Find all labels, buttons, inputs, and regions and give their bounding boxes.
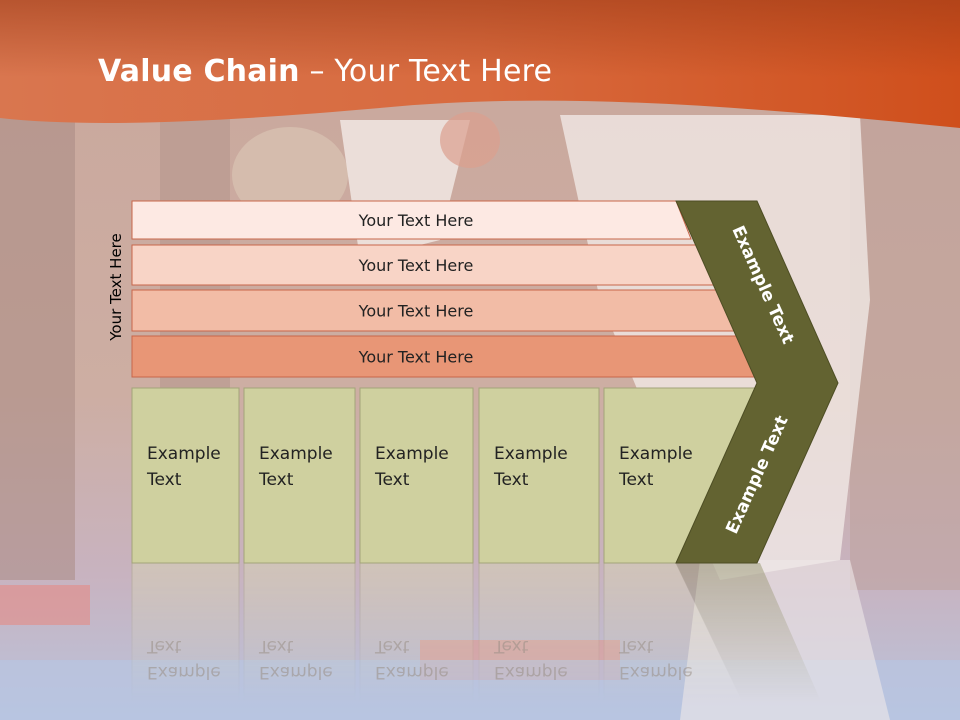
box-shape (243, 387, 356, 564)
reflection-line2: Text (618, 636, 654, 656)
row-label: Your Text Here (358, 256, 474, 275)
title-rest: – Your Text Here (299, 54, 553, 89)
row-label: Your Text Here (358, 302, 474, 321)
box-label-line1: Example (147, 444, 221, 464)
box-label-line1: Example (619, 444, 693, 464)
box-shape (359, 387, 474, 564)
box-shape (131, 387, 240, 564)
box-label-line2: Text (258, 470, 294, 490)
box-reflection-text: Example Text (146, 636, 221, 682)
box-reflection-text: Example Text (374, 636, 449, 682)
row-shape (131, 200, 692, 240)
chevron-shape (675, 200, 839, 564)
row-band: Your Text Here (131, 335, 762, 378)
row-label: Your Text Here (358, 348, 474, 367)
box-label-line2: Text (493, 470, 529, 490)
box-label-line2: Text (618, 470, 654, 490)
box-shape (478, 387, 600, 564)
reflection-line1: Example (494, 662, 568, 682)
box-reflection-text: Example Text (258, 636, 333, 682)
title-bold: Value Chain (98, 54, 300, 89)
reflection-labels: ExampleTextExampleTextExampleTextExample… (146, 636, 693, 682)
slide-title: Value Chain – Your Text Here (98, 54, 552, 89)
reflection-line2: Text (146, 636, 182, 656)
box-label-line1: Example (375, 444, 449, 464)
box-reflection-text: Example Text (493, 636, 568, 682)
row-band: Your Text Here (131, 289, 739, 332)
reflection-line2: Text (374, 636, 410, 656)
row-band: Your Text Here (131, 200, 692, 240)
row-label: Your Text Here (358, 211, 474, 230)
boxes-layer: ExampleTextExampleTextExampleTextExample… (131, 387, 761, 564)
box-reflection-text: Example Text (618, 636, 693, 682)
reflection-line1: Example (147, 662, 221, 682)
box-label-line2: Text (374, 470, 410, 490)
box-label-line2: Text (146, 470, 182, 490)
reflection-line2: Text (493, 636, 529, 656)
reflection-line1: Example (259, 662, 333, 682)
reflection-line2: Text (258, 636, 294, 656)
reflection-line1: Example (375, 662, 449, 682)
box-label-line1: Example (259, 444, 333, 464)
reflection-line1: Example (619, 662, 693, 682)
reflection (131, 562, 830, 720)
box-label-line1: Example (494, 444, 568, 464)
row-band: Your Text Here (131, 244, 716, 286)
